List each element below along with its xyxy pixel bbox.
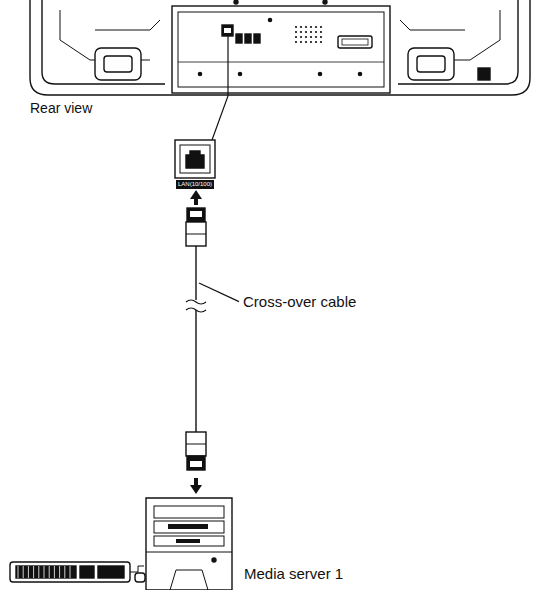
connector-pin	[315, 26, 317, 28]
key-gap	[28, 566, 29, 578]
media-server-tower	[146, 498, 232, 590]
connector-pin	[305, 31, 307, 33]
connector-pin	[305, 26, 307, 28]
connector-pin	[320, 36, 322, 38]
connector-pin	[310, 31, 312, 33]
key-gap	[33, 566, 34, 578]
lan-jack	[175, 140, 215, 178]
connector-pin	[295, 41, 297, 43]
connector-pin	[305, 41, 307, 43]
port-wire	[212, 36, 228, 140]
port-label: LAN(10/100)	[176, 180, 214, 189]
cable-plug	[186, 208, 206, 246]
view-caption: Rear view	[30, 100, 92, 116]
connector-pin	[315, 31, 317, 33]
cable-label: Cross-over cable	[243, 293, 356, 310]
key-gap	[64, 566, 65, 578]
connector-pin	[310, 41, 312, 43]
key-gap	[49, 566, 50, 578]
key-gap	[44, 566, 45, 578]
connector-pin	[315, 36, 317, 38]
key-gap	[59, 566, 60, 578]
connector-pin	[320, 26, 322, 28]
display-rear	[30, 0, 530, 95]
leader-line	[199, 283, 239, 302]
key-gap	[23, 566, 24, 578]
key-gap	[54, 566, 55, 578]
connector-pin	[300, 26, 302, 28]
mouse	[135, 573, 145, 582]
device-label: Media server 1	[244, 565, 343, 582]
cable-plug	[186, 432, 206, 470]
connector-pin	[305, 36, 307, 38]
connector-pin	[315, 41, 317, 43]
port-label: LAN(10/100)	[176, 180, 214, 189]
connector-pin	[295, 26, 297, 28]
connector-pin	[300, 31, 302, 33]
connector-pin	[295, 31, 297, 33]
key-gap	[38, 566, 39, 578]
mouse-cord	[130, 566, 144, 572]
connector-pin	[310, 36, 312, 38]
keyboard	[10, 562, 130, 582]
connector-pin	[300, 36, 302, 38]
connector-pin	[295, 36, 297, 38]
connector-pin	[320, 31, 322, 33]
view-caption: Rear view	[30, 100, 92, 116]
connector-pin	[320, 41, 322, 43]
insert-arrow	[190, 190, 202, 205]
cross-over-cable	[186, 246, 206, 432]
key-gap	[70, 566, 71, 578]
device-label: Media server 1	[244, 565, 343, 582]
key-gap	[18, 566, 19, 578]
insert-arrow	[190, 478, 202, 494]
connector-pin	[310, 26, 312, 28]
cable-label: Cross-over cable	[243, 293, 356, 310]
connector-pin	[300, 41, 302, 43]
